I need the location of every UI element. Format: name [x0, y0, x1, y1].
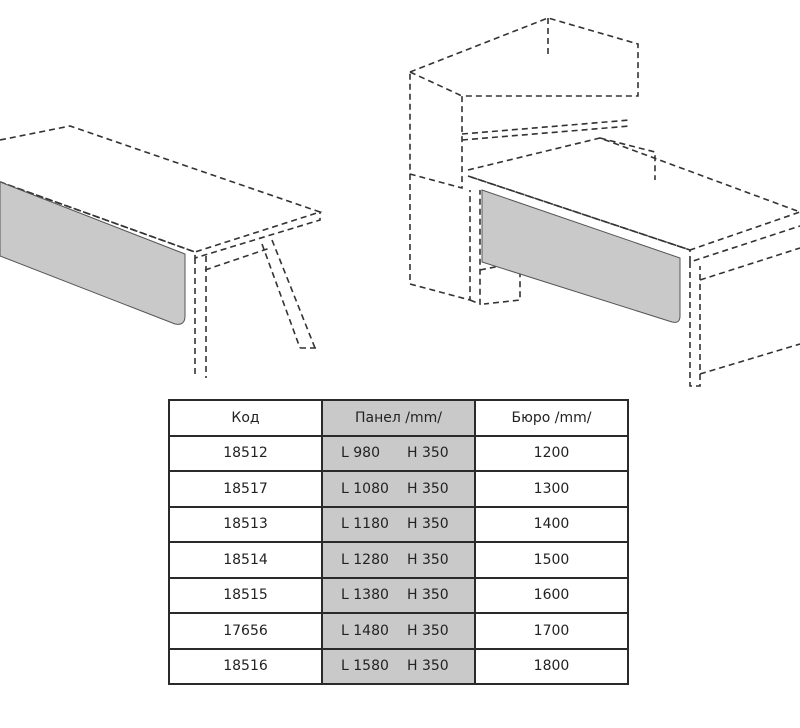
table-row: 18515 L 1380 H 350 1600	[168, 576, 629, 614]
header-desk: Бюро /mm/	[474, 399, 629, 437]
table-row: 18512 L 980 H 350 1200	[168, 434, 629, 472]
desk-cell: 1700	[474, 612, 629, 650]
panel-height: H 350	[407, 480, 449, 497]
furniture-drawings	[0, 17, 800, 387]
right-desk-drawing	[409, 17, 800, 387]
spec-table: Код Панел /mm/ Бюро /mm/ 18512 L 980 H 350…	[168, 399, 629, 685]
panel-cell: L 1480 H 350	[321, 612, 476, 650]
panel-height: H 350	[407, 587, 449, 604]
panel-cell: L 1580 H 350	[321, 647, 476, 685]
panel-height: H 350	[407, 445, 449, 462]
table-row: 18516 L 1580 H 350 1800	[168, 647, 629, 685]
code-cell: 18517	[168, 470, 323, 508]
desk-cell: 1400	[474, 505, 629, 543]
panel-length: L 1580	[341, 658, 389, 675]
table-header-row: Код Панел /mm/ Бюро /mm/	[168, 399, 629, 437]
code-cell: 18515	[168, 576, 323, 614]
table-row: 17656 L 1480 H 350 1700	[168, 612, 629, 650]
code-cell: 18512	[168, 434, 323, 472]
panel-height: H 350	[407, 551, 449, 568]
left-desk-drawing	[0, 125, 323, 378]
table-row: 18513 L 1180 H 350 1400	[168, 505, 629, 543]
table-row: 18517 L 1080 H 350 1300	[168, 470, 629, 508]
right-modesty-panel	[481, 189, 681, 323]
code-cell: 18513	[168, 505, 323, 543]
panel-length: L 1380	[341, 587, 389, 604]
panel-height: H 350	[407, 516, 449, 533]
code-cell: 17656	[168, 612, 323, 650]
panel-length: L 1080	[341, 480, 389, 497]
desk-cell: 1300	[474, 470, 629, 508]
desk-cell: 1800	[474, 647, 629, 685]
code-cell: 18514	[168, 541, 323, 579]
panel-height: H 350	[407, 658, 449, 675]
panel-cell: L 980 H 350	[321, 434, 476, 472]
panel-cell: L 1380 H 350	[321, 576, 476, 614]
panel-length: L 1180	[341, 516, 389, 533]
panel-cell: L 1280 H 350	[321, 541, 476, 579]
desk-cell: 1200	[474, 434, 629, 472]
code-cell: 18516	[168, 647, 323, 685]
panel-length: L 980	[341, 445, 380, 462]
header-panel: Панел /mm/	[321, 399, 476, 437]
panel-height: H 350	[407, 622, 449, 639]
table-row: 18514 L 1280 H 350 1500	[168, 541, 629, 579]
panel-cell: L 1180 H 350	[321, 505, 476, 543]
desk-cell: 1500	[474, 541, 629, 579]
panel-length: L 1480	[341, 622, 389, 639]
left-modesty-panel	[0, 181, 186, 325]
panel-cell: L 1080 H 350	[321, 470, 476, 508]
desk-cell: 1600	[474, 576, 629, 614]
panel-length: L 1280	[341, 551, 389, 568]
header-code: Код	[168, 399, 323, 437]
